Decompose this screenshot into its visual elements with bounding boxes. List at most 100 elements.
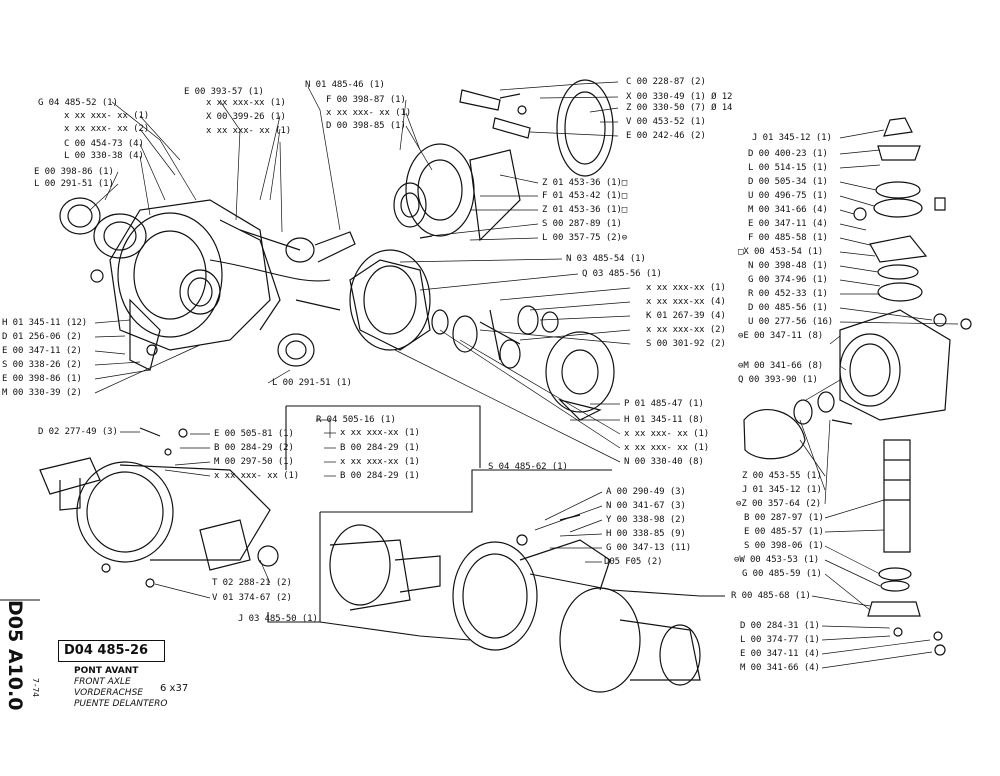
pinion-housing bbox=[393, 79, 614, 242]
part-label: J 03 485-50 (1) bbox=[238, 614, 318, 624]
title-en: FRONT AXLE bbox=[74, 677, 131, 687]
part-label: E 00 347-11 (4) bbox=[748, 219, 828, 229]
part-label: K 01 267-39 (4) bbox=[646, 311, 726, 321]
part-label: H 00 338-85 (9) bbox=[606, 529, 686, 539]
differential-case bbox=[349, 249, 615, 421]
part-label: N 00 341-67 (3) bbox=[606, 501, 686, 511]
part-label: R 04 505-16 (1) bbox=[316, 415, 396, 425]
part-label: A 00 290-49 (3) bbox=[606, 487, 686, 497]
part-label: x xx xxx-xx (4) bbox=[646, 297, 726, 307]
axle-housing bbox=[39, 427, 279, 588]
part-label: E 00 505-81 (1) bbox=[214, 429, 294, 439]
part-label: E 00 347-11 (2) bbox=[2, 346, 82, 356]
part-label: H 01 345-11 (8) bbox=[624, 415, 704, 425]
part-label: ⊖M 00 341-66 (8) bbox=[738, 361, 824, 371]
part-label: x xx xxx- xx (1) bbox=[64, 111, 150, 121]
part-label: S 00 301-92 (2) bbox=[646, 339, 726, 349]
title-de: VORDERACHSE bbox=[74, 688, 143, 698]
part-label: S 00 338-26 (2) bbox=[2, 360, 82, 370]
part-label: N 00 330-40 (8) bbox=[624, 457, 704, 467]
part-label: B 00 284-29 (2) bbox=[214, 443, 294, 453]
part-label: L 00 291-51 (1) bbox=[272, 378, 352, 388]
part-label: E 00 398-86 (1) bbox=[34, 167, 114, 177]
part-label: Z 00 330-50 (7) Ø 14 bbox=[626, 103, 733, 113]
part-label: V 00 453-52 (1) bbox=[626, 117, 706, 127]
part-label: C 00 228-87 (2) bbox=[626, 77, 706, 87]
part-label: U 00 496-75 (1) bbox=[748, 191, 828, 201]
frame-lines bbox=[0, 259, 725, 641]
part-label: G 00 374-96 (1) bbox=[748, 275, 828, 285]
part-label: M 00 297-50 (1) bbox=[214, 457, 294, 467]
part-label: x xx xxx-xx (1) bbox=[206, 98, 286, 108]
part-label: L 00 291-51 (1) bbox=[34, 179, 114, 189]
part-label: D 00 485-56 (1) bbox=[748, 303, 828, 313]
part-label: x xx xxx- xx (1) bbox=[214, 471, 300, 481]
title-size: 6 x37 bbox=[160, 683, 189, 694]
part-label: M 00 330-39 (2) bbox=[2, 388, 82, 398]
part-label: B 00 287-97 (1) bbox=[744, 513, 824, 523]
part-label: x xx xxx-xx (2) bbox=[646, 325, 726, 335]
differential-carrier bbox=[59, 197, 356, 371]
part-label: N 01 485-46 (1) bbox=[305, 80, 385, 90]
part-label: E 00 485-57 (1) bbox=[744, 527, 824, 537]
part-label: S 00 398-06 (1) bbox=[744, 541, 824, 551]
part-label: L 00 357-75 (2)⊖ bbox=[542, 233, 628, 243]
part-label: L 00 330-38 (4) bbox=[64, 151, 144, 161]
part-label: x xx xxx- xx (1) bbox=[326, 108, 412, 118]
part-label: Q 03 485-56 (1) bbox=[582, 269, 662, 279]
part-label: D 00 398-85 (1) bbox=[326, 121, 406, 131]
part-label: ⊖Z 00 357-64 (2) bbox=[736, 499, 822, 509]
title-ref: D04 485-26 bbox=[64, 643, 149, 658]
part-label: T 02 288-21 (2) bbox=[212, 578, 292, 588]
part-label: D 00 505-34 (1) bbox=[748, 177, 828, 187]
part-label: L 00 374-77 (1) bbox=[740, 635, 820, 645]
part-label: x xx xxx- xx (1) bbox=[206, 126, 292, 136]
part-label: R 00 452-33 (1) bbox=[748, 289, 828, 299]
part-label: F 01 453-42 (1)□ bbox=[542, 191, 628, 201]
part-label: M 00 341-66 (4) bbox=[740, 663, 820, 673]
part-label: G 00 347-13 (11) bbox=[606, 543, 692, 553]
part-label: V 01 374-67 (2) bbox=[212, 593, 292, 603]
part-label: x xx xxx-xx (1) bbox=[340, 428, 420, 438]
part-label: D 01 256-06 (2) bbox=[2, 332, 82, 342]
part-label: L 00 514-15 (1) bbox=[748, 163, 828, 173]
part-label: Q 00 393-90 (1) bbox=[738, 375, 818, 385]
part-label: Z 00 453-55 (1) bbox=[742, 471, 822, 481]
part-label: R 00 485-68 (1) bbox=[731, 591, 811, 601]
part-label: N 03 485-54 (1) bbox=[566, 254, 646, 264]
part-label: F 00 485-58 (1) bbox=[748, 233, 828, 243]
part-label: ⊖W 00 453-53 (1) bbox=[734, 555, 820, 565]
part-label: B 00 284-29 (1) bbox=[340, 471, 420, 481]
sheet-code-text: D05 A10.0 bbox=[4, 600, 26, 711]
part-label: x xx xxx- xx (2) bbox=[64, 124, 150, 134]
part-label: G 00 485-59 (1) bbox=[742, 569, 822, 579]
part-label: D05 F05 (2) bbox=[604, 557, 663, 567]
part-label: S 00 287-89 (1) bbox=[542, 219, 622, 229]
part-label: F 00 398-87 (1) bbox=[326, 95, 406, 105]
part-label: E 00 398-86 (1) bbox=[2, 374, 82, 384]
part-label: X 00 399-26 (1) bbox=[206, 112, 286, 122]
part-label: E 00 347-11 (4) bbox=[740, 649, 820, 659]
assembled-axle bbox=[329, 514, 701, 693]
part-label: U 00 277-56 (16) bbox=[748, 317, 834, 327]
part-label: Y 00 338-98 (2) bbox=[606, 515, 686, 525]
title-es: PUENTE DELANTERO bbox=[74, 699, 168, 709]
part-label: X 00 330-49 (1) Ø 12 bbox=[626, 92, 733, 102]
part-label: x xx xxx-xx (1) bbox=[340, 457, 420, 467]
part-label: P 01 485-47 (1) bbox=[624, 399, 704, 409]
part-label: S 04 485-62 (1) bbox=[488, 462, 568, 472]
part-label: x xx xxx-xx (1) bbox=[646, 283, 726, 293]
part-label: N 00 398-48 (1) bbox=[748, 261, 828, 271]
part-label: □X 00 453-54 (1) bbox=[738, 247, 824, 257]
part-label: x xx xxx- xx (1) bbox=[624, 429, 710, 439]
leader-lines bbox=[89, 81, 959, 669]
date-code: 7-74 bbox=[31, 678, 40, 697]
part-label: Z 01 453-36 (1)□ bbox=[542, 178, 628, 188]
part-label: E 00 242-46 (2) bbox=[626, 131, 706, 141]
title-fr: PONT AVANT bbox=[74, 666, 139, 676]
part-label: G 04 485-52 (1) bbox=[38, 98, 118, 108]
title-ref-box bbox=[58, 640, 165, 662]
part-label: ⊖E 00 347-11 (8) bbox=[738, 331, 824, 341]
